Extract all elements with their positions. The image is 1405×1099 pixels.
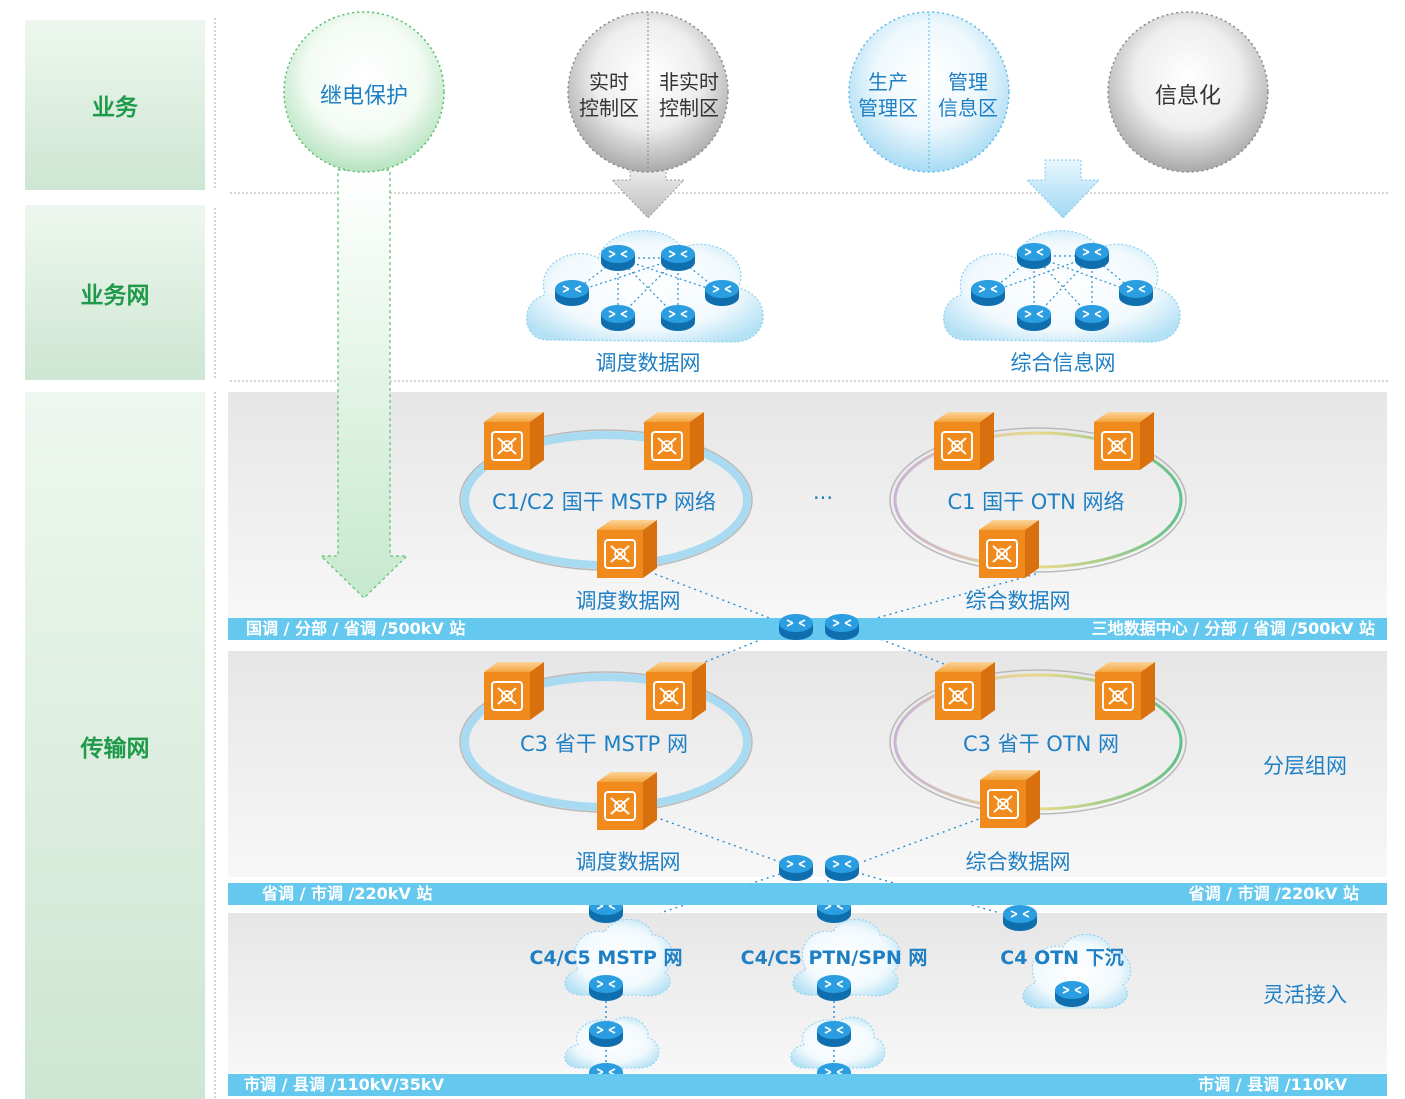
c3-otn-label: C3 省干 OTN 网	[962, 732, 1120, 756]
layer-label-service: 业务	[25, 20, 205, 190]
router-icon	[600, 244, 636, 272]
integrated-info-network-label: 综合信息网	[1010, 351, 1116, 375]
c4c5-mstp-cloud	[564, 918, 674, 997]
bar-right-label: 省调 / 市调 /220kV 站	[1188, 884, 1359, 903]
bar-right-label: 市调 / 县调 /110kV	[1198, 1075, 1347, 1094]
dispatch-data-network-2-label: 调度数据网	[575, 850, 681, 874]
realtime-label-1: 实时	[589, 70, 629, 94]
bar-left-label: 省调 / 市调 /220kV 站	[262, 884, 433, 903]
c4-otn-cloud	[1022, 933, 1132, 1009]
layered-networking-label: 分层组网	[1263, 754, 1347, 778]
station-bar-110kv: 市调 / 县调 /110kV/35kV 市调 / 县调 /110kV	[228, 1074, 1387, 1096]
router-icon	[1016, 242, 1052, 270]
integrated-data-network-2-label: 综合数据网	[965, 850, 1071, 874]
router-icon	[660, 304, 696, 332]
router-icon	[588, 974, 624, 1002]
router-icon	[660, 244, 696, 272]
router-icon	[588, 1020, 624, 1048]
bar-left-label: 市调 / 县调 /110kV/35kV	[244, 1075, 444, 1094]
router-icon	[1016, 304, 1052, 332]
integrated-data-network-1-label: 综合数据网	[965, 589, 1071, 613]
station-bar-500kv: 国调 / 分部 / 省调 /500kV 站 三地数据中心 / 分部 / 省调 /…	[228, 618, 1387, 640]
management-arrow	[1025, 159, 1101, 219]
bar-left-label: 国调 / 分部 / 省调 /500kV 站	[246, 619, 466, 638]
panel-backbone	[228, 392, 1387, 618]
router-icon	[554, 279, 590, 307]
c1-otn-label: C1 国干 OTN 网络	[947, 490, 1125, 514]
realtime-label-2: 控制区	[579, 96, 639, 120]
c4c5-ptn-cloud	[792, 918, 902, 997]
router-icon	[1002, 904, 1038, 932]
router-icon	[1118, 279, 1154, 307]
dispatch-data-network-1-label: 调度数据网	[575, 589, 681, 613]
relay-protection-circle	[283, 11, 445, 173]
production-label-2: 管理区	[858, 96, 918, 120]
router-icon	[1074, 242, 1110, 270]
layer-service-network-text: 业务网	[80, 282, 150, 309]
router-icon	[1054, 980, 1090, 1008]
production-label-1: 生产	[868, 70, 908, 94]
router-icon	[600, 304, 636, 332]
bar-right-label: 三地数据中心 / 分部 / 省调 /500kV 站	[1091, 619, 1375, 638]
nonrealtime-label-1: 非实时	[659, 70, 719, 94]
router-icon	[704, 279, 740, 307]
c1c2-mstp-label: C1/C2 国干 MSTP 网络	[491, 490, 717, 514]
layer-label-service-network: 业务网	[25, 205, 205, 380]
dispatch-data-network-label: 调度数据网	[595, 351, 701, 375]
station-bar-220kv: 省调 / 市调 /220kV 站 省调 / 市调 /220kV 站	[228, 883, 1387, 905]
router-icon	[816, 974, 852, 1002]
router-icon	[970, 279, 1006, 307]
informatization-label: 信息化	[1154, 84, 1222, 109]
ellipsis-label: ···	[812, 486, 834, 510]
informatization-circle	[1107, 11, 1269, 173]
c4-otn-label: C4 OTN 下沉	[1000, 947, 1124, 969]
c3-mstp-label: C3 省干 MSTP 网	[520, 732, 688, 756]
dispatch-cloud	[526, 230, 764, 343]
router-icon	[816, 1020, 852, 1048]
layer-service-text: 业务	[92, 95, 138, 121]
dispatch-arrow	[610, 159, 686, 219]
router-icon	[1074, 304, 1110, 332]
relay-protection-arrow	[319, 169, 409, 599]
relay-protection-label: 继电保护	[319, 84, 409, 109]
c4c5-ptn-label: C4/C5 PTN/SPN 网	[740, 947, 928, 969]
nonrealtime-label-2: 控制区	[659, 96, 719, 120]
c4c5-mstp-label: C4/C5 MSTP 网	[529, 947, 683, 969]
layer-label-transport-network: 传输网	[25, 392, 205, 1099]
management-label-2: 信息区	[938, 96, 998, 120]
layer-transport-network-text: 传输网	[80, 735, 150, 762]
flexible-access-label: 灵活接入	[1263, 983, 1347, 1007]
panel-provincial	[228, 651, 1387, 877]
management-label-1: 管理	[948, 70, 988, 94]
